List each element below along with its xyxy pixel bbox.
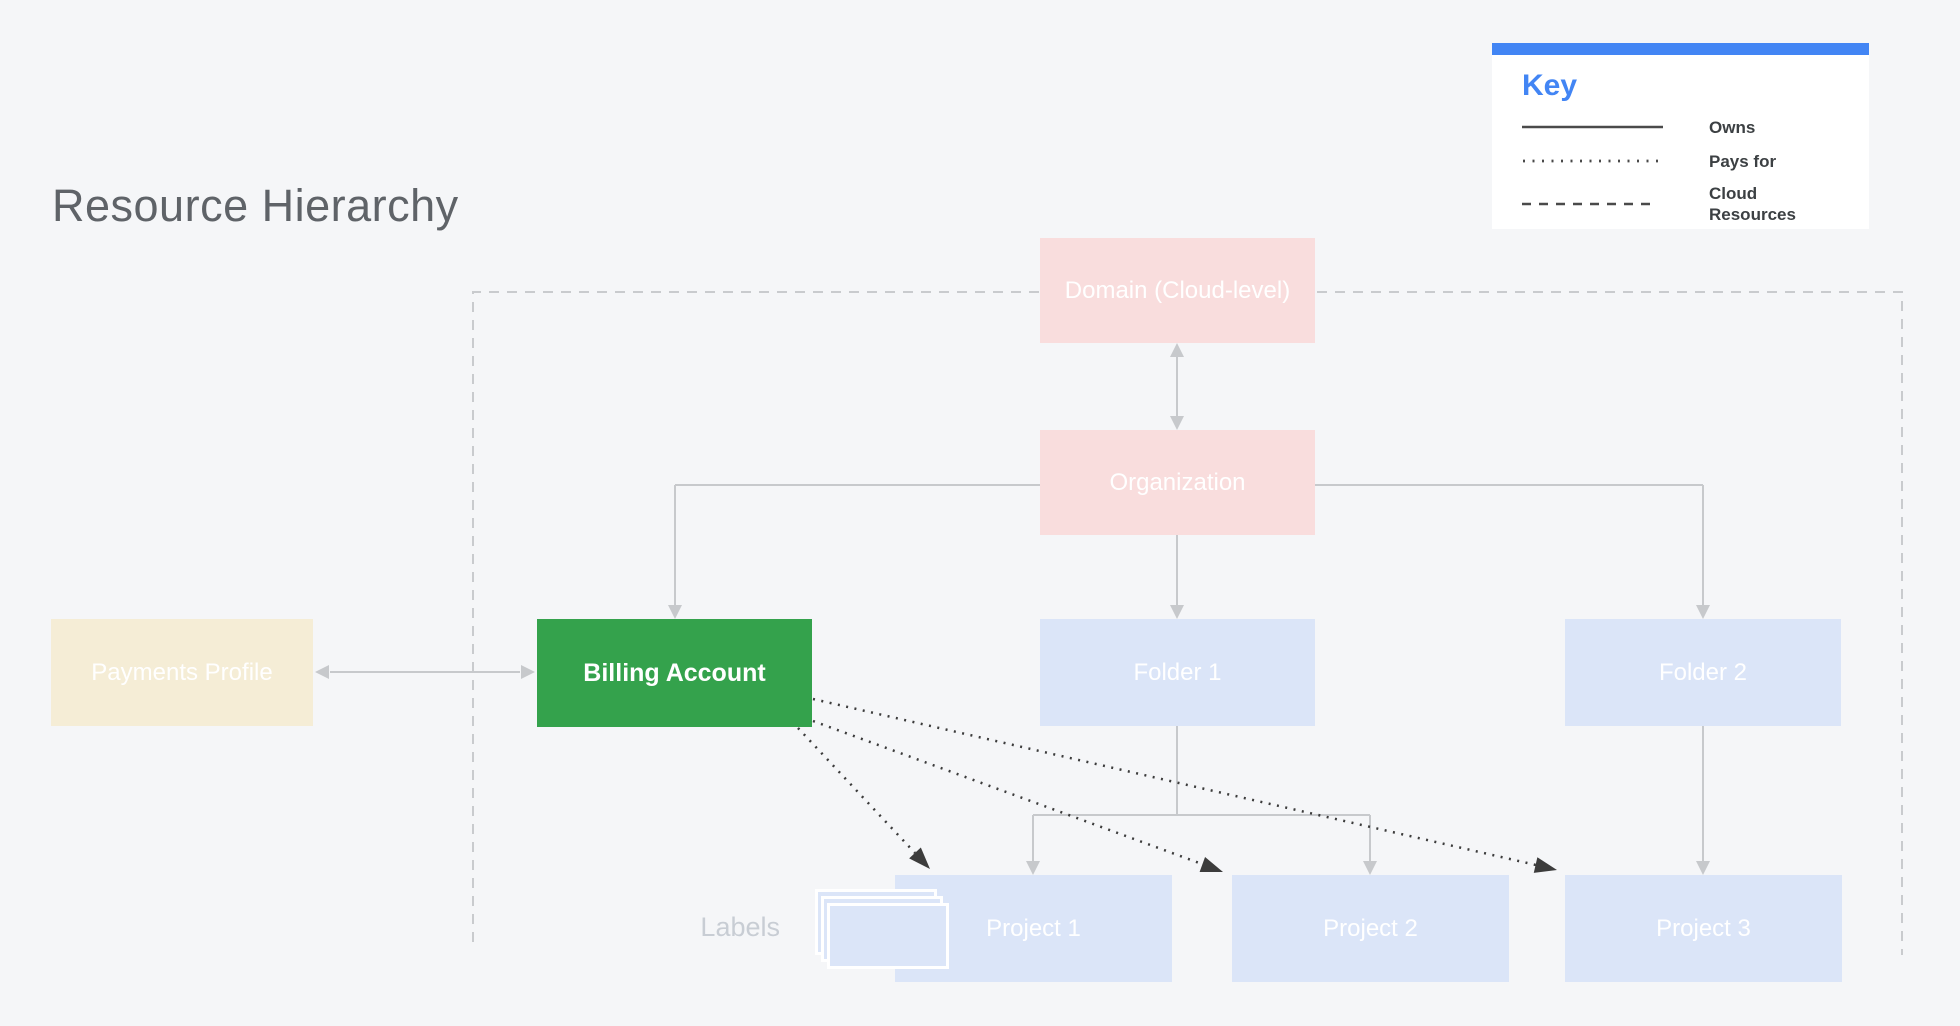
legend-key-box: Key Owns Pays for Clou	[1492, 43, 1869, 229]
node-organization-label: Organization	[1109, 468, 1246, 496]
node-project-2: Project 2	[1232, 875, 1509, 982]
node-project-3-label: Project 3	[1656, 914, 1751, 942]
solid-line-sample-icon	[1522, 125, 1667, 129]
arrowhead-dotted-project2	[1199, 856, 1223, 872]
node-organization: Organization	[1040, 430, 1315, 535]
arrowhead-down-folder2	[1696, 605, 1710, 619]
node-folder-1-label: Folder 1	[1133, 658, 1222, 686]
node-billing-account: Billing Account	[537, 619, 812, 727]
labels-caption: Labels	[700, 912, 780, 942]
arrowhead-dotted-project1	[909, 847, 930, 869]
pays-for-arrowheads	[909, 847, 1557, 873]
arrowhead-down-folder1	[1170, 605, 1184, 619]
arrowhead-down-organization	[1170, 416, 1184, 430]
pays-for-connector-lines	[797, 697, 1537, 867]
legend-label-cloud-resources: Cloud Resources	[1709, 184, 1796, 224]
arrowhead-left-payments	[315, 665, 329, 679]
cloud-resources-boundary	[472, 291, 1903, 955]
arrowhead-down-billing	[668, 605, 682, 619]
node-folder-2-label: Folder 2	[1658, 658, 1748, 686]
labels-stack-icon	[815, 889, 961, 981]
arrowhead-dotted-project3	[1533, 857, 1557, 873]
node-folder-2: Folder 2	[1565, 619, 1841, 726]
owns-connector-lines	[330, 357, 1704, 862]
owns-connector-arrowheads	[315, 343, 1710, 875]
labels-card-front	[827, 903, 949, 969]
arrowhead-down-project1	[1026, 861, 1040, 875]
node-payments-profile-label: Payments Profile	[91, 658, 273, 686]
legend-row-pays-for: Pays for	[1522, 144, 1852, 178]
arrowhead-down-project2	[1363, 861, 1377, 875]
node-domain-label: Domain (Cloud-level)	[1064, 276, 1291, 304]
legend-label-owns: Owns	[1709, 117, 1756, 137]
node-billing-account-label: Billing Account	[583, 658, 766, 687]
dotted-billing-project1	[797, 727, 916, 854]
legend-row-cloud-resources: Cloud Resources	[1522, 178, 1852, 230]
node-payments-profile: Payments Profile	[51, 619, 313, 726]
node-folder-1: Folder 1	[1040, 619, 1315, 726]
node-project-2-label: Project 2	[1323, 914, 1418, 942]
node-project-3: Project 3	[1565, 875, 1842, 982]
arrowhead-right-billing	[521, 665, 535, 679]
arrowhead-down-project3	[1696, 861, 1710, 875]
dotted-line-sample-icon	[1522, 159, 1667, 163]
node-project-1-label: Project 1	[986, 914, 1081, 942]
page-title: Resource Hierarchy	[52, 180, 459, 231]
dotted-billing-project2	[812, 719, 1203, 866]
legend-accent-bar	[1492, 43, 1869, 55]
arrowhead-up-domain	[1170, 343, 1184, 357]
legend-row-owns: Owns	[1522, 110, 1852, 144]
legend-label-pays-for: Pays for	[1709, 151, 1777, 171]
legend-title: Key	[1522, 69, 1578, 102]
legend-rows: Owns Pays for Cloud Resources	[1522, 110, 1852, 230]
dashed-line-sample-icon	[1522, 202, 1667, 206]
node-domain: Domain (Cloud-level)	[1040, 238, 1315, 343]
